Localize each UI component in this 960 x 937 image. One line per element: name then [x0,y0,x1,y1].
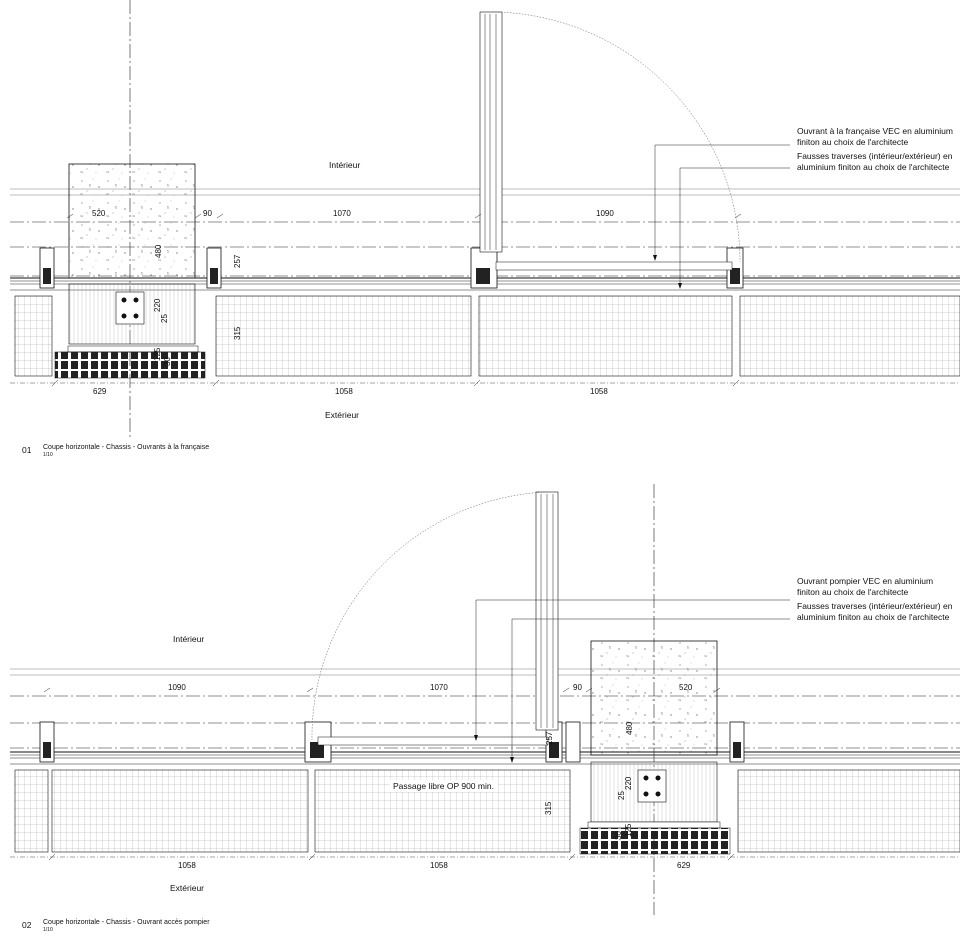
detail-title: Coupe horizontale - Chassis - Ouvrant ac… [43,919,210,926]
panel [14,295,53,377]
panel [51,769,309,853]
panel [478,295,733,377]
note-opening-line1: Ouvrant pompier VEC en aluminium [797,576,933,586]
note-opening-line1: Ouvrant à la française VEC en aluminium [797,126,953,136]
leaf-closed [317,736,549,746]
note-opening-line2: finiton au choix de l'architecte [797,137,909,147]
detail-number: 01 [22,445,32,455]
detail-title: Coupe horizontale - Chassis - Ouvrants à… [43,444,209,451]
dim-label: 629 [677,861,691,870]
dimension-ticks [43,687,735,861]
detail-01: Intérieur Extérieur Ouvrant à la françai… [10,0,960,458]
dim-label: 629 [93,387,107,396]
dimension-ticks [51,213,742,387]
note-opening-line2: finiton au choix de l'architecte [797,587,909,597]
door-swing-arc [491,11,741,263]
sill-bar [587,821,721,829]
dim-label: 480 [154,244,163,258]
clear-passage-label: Passage libre OP 900 min. [393,781,494,791]
concrete-column [68,163,196,279]
mullion [565,721,581,763]
dim-label: 1070 [333,209,351,218]
door-swing-arc [311,491,549,741]
note-transoms-line2: aluminium finiton au choix de l'architec… [797,612,950,622]
detail-02: Intérieur Extérieur Ouvrant pompier VEC … [10,484,960,933]
dim-label: 520 [679,683,693,692]
fixing-row [579,827,731,855]
dim-label: 25 [160,314,169,323]
dim-label: 25 [617,791,626,800]
sill-bar [67,345,199,353]
note-transoms-line2: aluminium finiton au choix de l'architec… [797,162,950,172]
dim-label: 90 [573,683,582,692]
dim-label: 257 [545,731,554,745]
detail-scale: 1/10 [43,927,53,933]
dim-label: 1090 [168,683,186,692]
open-leaf [479,11,503,253]
exterior-label: Extérieur [325,410,359,420]
exterior-label: Extérieur [170,883,204,893]
interior-label: Intérieur [173,634,204,644]
panel [737,769,960,853]
dim-label: 1070 [430,683,448,692]
dim-label: 480 [625,721,634,735]
note-transoms-line1: Fausses traverses (intérieur/extérieur) … [797,601,953,611]
dim-label: 315 [233,326,242,340]
dim-label: 220 [624,776,633,790]
dim-label: 125 [153,347,162,361]
dim-label: 257 [233,254,242,268]
anchor-plate [637,769,667,803]
detail-scale: 1/10 [43,452,53,458]
passage-label-bg [390,780,498,792]
leaf-closed [495,261,733,271]
dim-label: 1058 [590,387,608,396]
dim-label: 1058 [335,387,353,396]
panel [739,295,960,377]
dim-label: 520 [92,209,106,218]
dim-label: 220 [153,298,162,312]
dim-label: 1090 [596,209,614,218]
dim-label: 1058 [430,861,448,870]
panel [215,295,472,377]
anchor-plate [115,291,145,325]
dim-label: 30 [163,357,172,366]
fixing-row [54,351,206,379]
dim-label: 1058 [178,861,196,870]
dim-label: 90 [203,209,212,218]
dim-label: 315 [544,801,553,815]
note-transoms-line1: Fausses traverses (intérieur/extérieur) … [797,151,953,161]
concrete-column [590,640,718,756]
interior-label: Intérieur [329,160,360,170]
dim-label: 125 [624,823,633,837]
detail-number: 02 [22,920,32,930]
dim-label: 30 [614,831,623,840]
panel [14,769,49,853]
